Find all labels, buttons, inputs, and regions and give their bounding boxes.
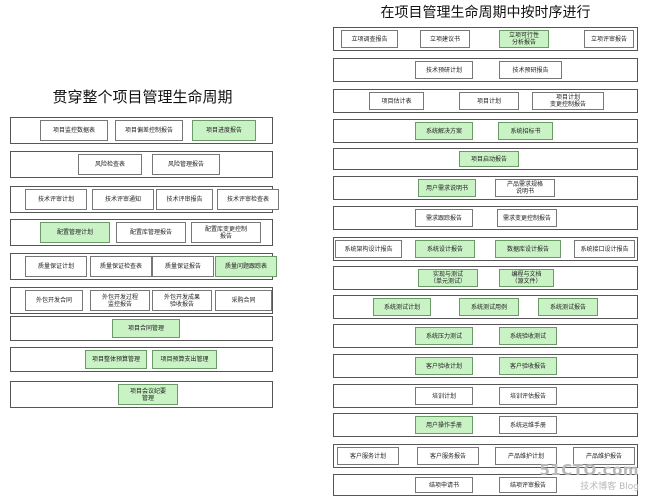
left-document-box: 风险管理报告 [152, 154, 220, 175]
left-document-box: 质量问题跟踪表 [215, 256, 277, 277]
right-document-box: 客户服务报告 [417, 447, 479, 465]
left-document-box: 项目会议纪要 管理 [118, 384, 178, 405]
right-row [333, 354, 638, 378]
left-document-box: 外包开发合同 [25, 290, 83, 311]
left-document-box: 配置库管理报告 [116, 222, 186, 243]
right-document-box: 培训评估报告 [499, 387, 557, 405]
right-document-box: 编程与文档 （源文件） [499, 269, 554, 287]
left-document-box: 外包开发成果 验收报告 [152, 290, 212, 311]
right-document-box: 客户服务计划 [337, 447, 399, 465]
right-row [333, 58, 638, 82]
left-document-box: 技术评审报告 [156, 189, 213, 210]
right-document-box: 系统测试用例 [459, 298, 519, 316]
left-document-box: 项目合同管理 [112, 319, 180, 338]
right-document-box: 立项可行性 分析报告 [499, 30, 549, 48]
right-document-box: 系统测试计划 [373, 298, 431, 316]
right-document-box: 系统架构设计报告 [335, 240, 402, 258]
right-document-box: 系统解决方案 [415, 122, 473, 140]
right-document-box: 产品需求规格 说明书 [495, 179, 555, 197]
right-document-box: 产品维护计划 [495, 447, 557, 465]
left-document-box: 外包开发过程 监控报告 [90, 290, 150, 311]
site-watermark: 51CTO.com 技术博客 Blog [539, 461, 639, 492]
left-document-box: 质量保证报告 [152, 256, 214, 277]
right-document-box: 项目计划 变更控制报告 [532, 92, 604, 110]
right-document-box: 立项建议书 [420, 30, 470, 48]
left-document-box: 技术评审通知 [92, 189, 154, 210]
right-document-box: 产品维护报告 [573, 447, 635, 465]
left-document-box: 项目预算支出管理 [152, 350, 217, 369]
watermark-domain: 51CTO.com [539, 461, 639, 479]
right-document-box: 立项评审报告 [584, 30, 634, 48]
right-row [333, 324, 638, 348]
left-document-box: 采购合同 [215, 290, 272, 311]
left-column-title: 贯穿整个项目管理生命周期 [52, 88, 233, 106]
right-document-box: 需求跟踪报告 [415, 209, 473, 227]
left-document-box: 质量保证计划 [25, 256, 87, 277]
right-document-box: 系统验收测试 [499, 327, 557, 345]
right-document-box: 结项申请书 [415, 477, 473, 493]
left-document-box: 配置管理计划 [40, 222, 110, 243]
right-document-box: 数据库设计报告 [495, 240, 561, 258]
right-row [333, 119, 638, 143]
left-document-box: 项目进度报告 [192, 120, 256, 141]
left-document-box: 项目监控数据表 [40, 120, 108, 141]
right-document-box: 项目计划 [459, 92, 519, 110]
left-document-box: 风险检查表 [78, 154, 142, 175]
right-row [333, 384, 638, 408]
right-document-box: 立项调查报告 [341, 30, 398, 48]
left-document-box: 技术评审计划 [25, 189, 87, 210]
right-document-box: 系统接口设计报告 [574, 240, 635, 258]
right-document-box: 系统压力测试 [415, 327, 473, 345]
right-row [333, 413, 638, 437]
left-document-box: 项目偏差控制报告 [115, 120, 183, 141]
right-document-box: 项目估计表 [369, 92, 424, 110]
right-document-box: 实现与测试 （单元测试） [418, 269, 478, 287]
right-document-box: 客户验收报告 [499, 357, 557, 375]
right-document-box: 项目启动报告 [459, 151, 519, 167]
right-document-box: 系统设计报告 [415, 240, 475, 258]
right-document-box: 需求变更控制报告 [497, 209, 557, 227]
right-row [333, 474, 638, 496]
left-document-box: 质量保证检查表 [90, 256, 152, 277]
right-row [333, 266, 638, 290]
right-document-box: 用户操作手册 [415, 416, 473, 434]
right-document-box: 系统运维手册 [499, 416, 557, 434]
right-document-box: 技术预研计划 [415, 61, 473, 79]
left-document-box: 项目整体预算管理 [85, 350, 147, 369]
right-column-title: 在项目管理生命周期中按时序进行 [380, 5, 591, 21]
right-document-box: 系统测试报告 [538, 298, 598, 316]
right-document-box: 用户需求说明书 [418, 179, 476, 197]
left-document-box: 配置库变更控制 报告 [191, 222, 261, 243]
right-document-box: 系统招标书 [498, 122, 553, 140]
right-row [333, 176, 638, 200]
left-document-box: 技术评审检查表 [217, 189, 279, 210]
right-document-box: 技术预研报告 [499, 61, 562, 79]
right-document-box: 培训计划 [415, 387, 473, 405]
right-row [333, 206, 638, 230]
right-document-box: 结项评审报告 [499, 477, 557, 493]
watermark-tag: 技术博客 Blog [580, 482, 639, 492]
right-document-box: 客户验收计划 [415, 357, 473, 375]
